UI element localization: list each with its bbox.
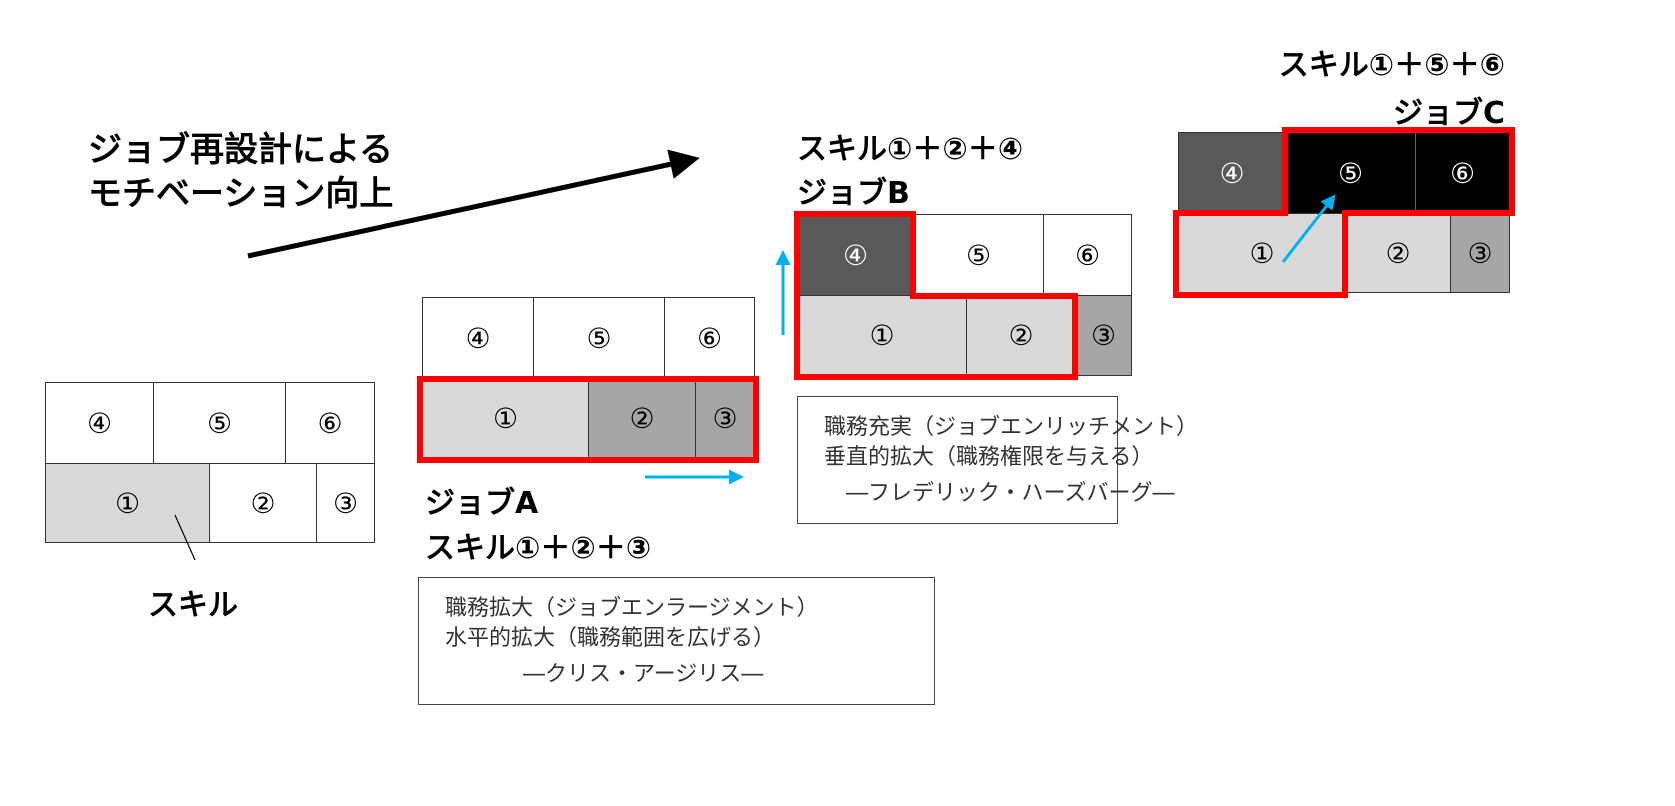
skill-cell-4: ④	[45, 382, 154, 464]
skill-cell-5: ⑤	[1285, 132, 1416, 214]
job-enlargement-note: 職務拡大（ジョブエンラージメント） 水平的拡大（職務範囲を広げる） ―クリス・ア…	[418, 577, 935, 705]
note-line-2: 水平的拡大（職務範囲を広げる）	[445, 626, 776, 651]
job-b-name: ジョブB	[797, 176, 910, 211]
skill-cell-3: ③	[1075, 295, 1132, 376]
skill-cell-3: ③	[695, 378, 755, 458]
note-author: ―フレデリック・ハーズバーグ―	[846, 481, 1175, 506]
job-enrichment-note: 職務充実（ジョブエンリッチメント） 垂直的拡大（職務権限を与える） ―フレデリッ…	[797, 396, 1199, 524]
title-line-1: ジョブ再設計による	[88, 130, 393, 170]
job-c-name: ジョブC	[1392, 96, 1505, 131]
skill-cell-5: ⑤	[913, 214, 1044, 296]
note-line-1: 職務充実（ジョブエンリッチメント）	[824, 415, 1199, 440]
skill-cell-4: ④	[1178, 132, 1286, 214]
skill-cell-1: ①	[797, 295, 967, 376]
skill-cell-6: ⑥	[1415, 132, 1510, 214]
note-line-2: 垂直的拡大（職務権限を与える）	[824, 445, 1154, 470]
skill-label: スキル	[148, 588, 238, 623]
skill-cell-5: ⑤	[533, 297, 665, 379]
skill-cell-3: ③	[1450, 213, 1510, 293]
note-line-1: 職務拡大（ジョブエンラージメント）	[445, 596, 819, 621]
job-a-name: ジョブA	[425, 486, 539, 521]
skill-cell-6: ⑥	[285, 382, 375, 464]
note-author: ―クリス・アージリス―	[523, 662, 764, 687]
skill-cell-6: ⑥	[1043, 214, 1132, 296]
skill-cell-2: ②	[588, 378, 696, 458]
skill-cell-5: ⑤	[153, 382, 286, 464]
skill-cell-1: ①	[422, 378, 589, 458]
skill-cell-2: ②	[209, 463, 317, 543]
job-a-skills: スキル①＋②＋③	[425, 531, 652, 566]
job-b-skills: スキル①＋②＋④	[797, 132, 1024, 167]
job-c-skills: スキル①＋⑤＋⑥	[1278, 48, 1505, 83]
skill-cell-1: ①	[1178, 213, 1346, 293]
skill-cell-1: ①	[45, 463, 210, 543]
title-line-2: モチベーション向上	[88, 174, 394, 214]
skill-cell-4: ④	[422, 297, 534, 379]
skill-cell-2: ②	[966, 295, 1076, 376]
skill-cell-6: ⑥	[664, 297, 755, 379]
skill-cell-4: ④	[797, 214, 914, 296]
skill-cell-2: ②	[1345, 213, 1451, 293]
skill-cell-3: ③	[316, 463, 375, 543]
